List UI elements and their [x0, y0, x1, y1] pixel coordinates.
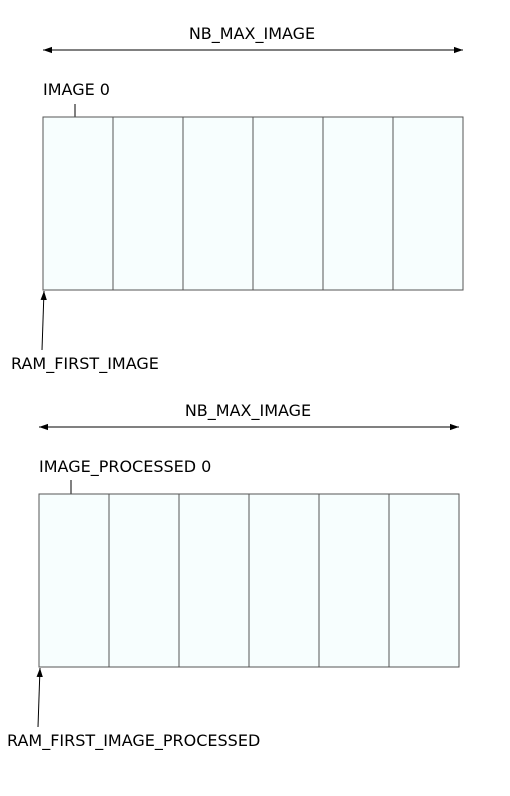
buffer-cell	[388, 493, 460, 668]
buffer-cell	[392, 116, 464, 291]
base-address-label: RAM_FIRST_IMAGE	[11, 354, 159, 374]
buffer-cell	[108, 493, 180, 668]
base-address-arrow	[36, 667, 43, 728]
base-address-label: RAM_FIRST_IMAGE_PROCESSED	[7, 731, 260, 751]
buffer-cells	[42, 116, 464, 291]
span-label: NB_MAX_IMAGE	[185, 401, 311, 421]
processed-buffer-diagram: NB_MAX_IMAGE IMAGE_PROCESSED 0 RAM_FIRST…	[7, 401, 460, 751]
buffer-cell	[38, 493, 110, 668]
image-buffer-diagram: NB_MAX_IMAGE IMAGE 0 RAM_FIRST_IMAGE	[11, 24, 464, 374]
buffer-cell	[318, 493, 390, 668]
buffer-cell	[252, 116, 324, 291]
buffer-cell	[322, 116, 394, 291]
buffer-cells	[38, 493, 460, 668]
first-cell-label: IMAGE 0	[43, 80, 110, 99]
first-cell-label: IMAGE_PROCESSED 0	[39, 457, 211, 477]
buffer-cell	[182, 116, 254, 291]
buffer-cell	[248, 493, 320, 668]
buffer-cell	[178, 493, 250, 668]
base-address-arrow	[40, 290, 47, 351]
span-label: NB_MAX_IMAGE	[189, 24, 315, 44]
buffer-cell	[112, 116, 184, 291]
buffer-cell	[42, 116, 114, 291]
